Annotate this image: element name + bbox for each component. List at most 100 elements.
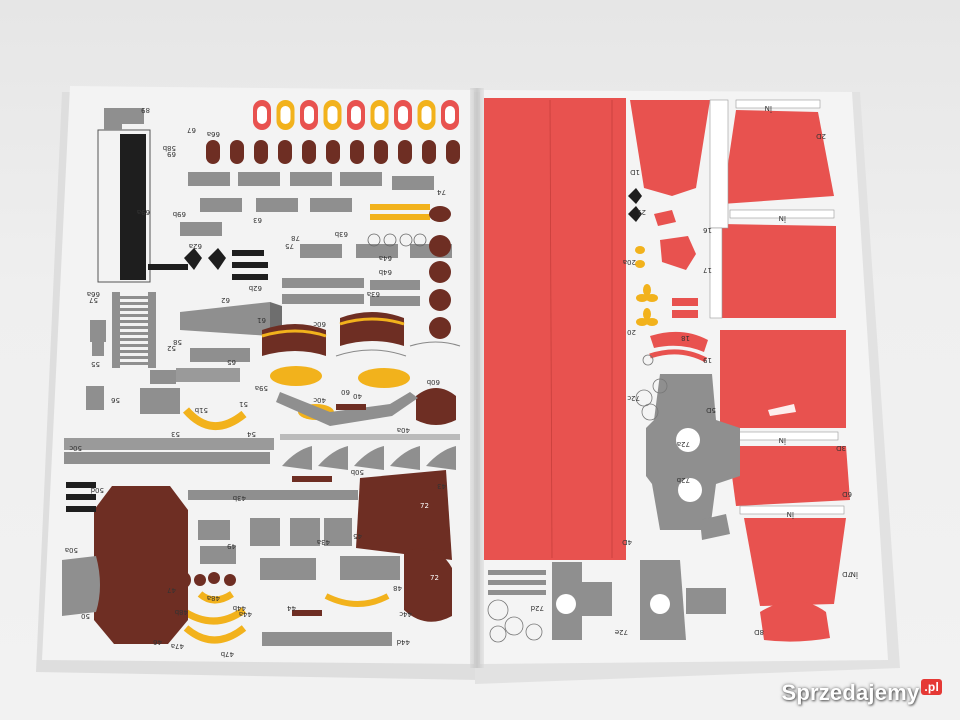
part-label: 50 xyxy=(81,612,90,620)
part-label: 72 xyxy=(430,574,439,582)
part-label: 44d xyxy=(397,638,410,646)
part-label: 50c xyxy=(69,444,82,452)
left-page-parts xyxy=(62,100,461,646)
part-label: 72 xyxy=(420,502,429,510)
part-label: 19 xyxy=(703,356,712,364)
watermark: Sprzedajemy.pl xyxy=(781,679,942,706)
part-label: 63 xyxy=(253,216,262,224)
window-piece xyxy=(350,140,364,164)
part-label: 5D xyxy=(706,406,716,414)
window-piece xyxy=(230,140,244,164)
part-label: 54 xyxy=(247,430,256,438)
part-label: 47b xyxy=(220,650,234,658)
part-label: 47 xyxy=(167,586,176,594)
part-label: 66a xyxy=(207,130,220,138)
part-label: 65 xyxy=(227,358,236,366)
part-label: 52 xyxy=(167,344,176,352)
panel-4d xyxy=(484,98,626,560)
part-label: 69b xyxy=(172,210,186,218)
window-piece xyxy=(422,140,436,164)
part-label: 66a xyxy=(87,290,100,298)
part-label: 18 xyxy=(681,334,690,342)
part-label: 50b xyxy=(350,468,364,476)
part-label: 20 xyxy=(627,328,636,336)
part-label: 64b xyxy=(378,268,392,276)
window-piece xyxy=(326,140,340,164)
part-label: 46 xyxy=(153,638,162,646)
part-label: 43 xyxy=(437,482,446,490)
part-label: 69 xyxy=(167,150,176,158)
part-label: 40 xyxy=(353,392,362,400)
part-label: 51b xyxy=(194,406,208,414)
part-label: 61 xyxy=(257,316,266,324)
part-label: 72a xyxy=(677,440,690,448)
part-label: 62 xyxy=(221,296,230,304)
right-page-parts xyxy=(484,98,850,643)
part-label: 6D xyxy=(842,490,852,498)
strip-label: ÎN xyxy=(779,214,786,223)
spine xyxy=(470,88,484,668)
strip-label: ÎN xyxy=(779,436,786,445)
window-piece xyxy=(206,140,220,164)
part-label: 48b xyxy=(174,608,188,616)
part-label: 72b xyxy=(676,476,690,484)
part-label: 8D xyxy=(754,628,764,636)
part-label: 62b xyxy=(248,284,262,292)
part-label: 60c xyxy=(313,320,326,328)
part-label: 56 xyxy=(111,396,120,404)
part-label: 1D xyxy=(630,168,640,176)
window-piece xyxy=(398,140,412,164)
oval-row-top xyxy=(253,100,459,130)
part-label: 72e xyxy=(615,628,628,636)
window-piece xyxy=(254,140,268,164)
part-label: 59a xyxy=(255,384,268,392)
part-label: 72c xyxy=(627,394,640,402)
part-label: 47a xyxy=(171,642,184,650)
right-part-labels: 1D2D5D6D7D8D4D3D161718192020a2172a72b72c… xyxy=(531,104,858,636)
part-label: 67 xyxy=(187,126,196,134)
strip-label: ÎN xyxy=(765,104,772,113)
part-label: 58 xyxy=(173,338,182,346)
part-label: 44a xyxy=(239,610,252,618)
part-label: 75 xyxy=(285,242,294,250)
window-piece xyxy=(374,140,388,164)
part-label: 62a xyxy=(189,242,202,250)
part-label: 48a xyxy=(207,594,220,602)
watermark-brand: Sprzedajemy xyxy=(781,680,920,705)
part-label: 40a xyxy=(397,426,410,434)
part-label: 20a xyxy=(623,258,636,266)
part-label: 44b xyxy=(232,604,246,612)
part-label: 51 xyxy=(239,400,248,408)
part-label: 21 xyxy=(637,208,646,216)
window-piece xyxy=(278,140,292,164)
part-label: 53 xyxy=(171,430,180,438)
part-label: 60 xyxy=(341,388,350,396)
watermark-tld: .pl xyxy=(921,679,942,695)
strip-label: ÎN xyxy=(851,570,858,579)
part-label: 48 xyxy=(393,584,402,592)
part-label: 40c xyxy=(313,396,326,404)
part-label: 55 xyxy=(91,360,100,368)
part-label: 72d xyxy=(531,604,544,612)
part-label: 16 xyxy=(703,226,712,234)
part-label: 45 xyxy=(353,532,362,540)
part-label: 63a xyxy=(367,290,380,298)
part-label: 78 xyxy=(291,234,300,242)
part-label: 89 xyxy=(141,106,150,114)
part-label: 57 xyxy=(89,296,98,304)
part-label: 3D xyxy=(836,444,846,452)
part-label: 58b xyxy=(162,144,176,152)
part-label: 74 xyxy=(437,188,446,196)
part-label: 50d xyxy=(91,486,104,494)
part-label: 17 xyxy=(703,266,712,274)
part-label: 60b xyxy=(426,378,440,386)
part-label: 43a xyxy=(317,538,330,546)
part-label: 50a xyxy=(65,546,78,554)
part-label: 69a xyxy=(137,208,150,216)
part-label: 7D xyxy=(842,570,852,578)
part-label: 63b xyxy=(334,230,348,238)
strip-label: ÎN xyxy=(787,510,794,519)
part-label: 64a xyxy=(379,254,392,262)
